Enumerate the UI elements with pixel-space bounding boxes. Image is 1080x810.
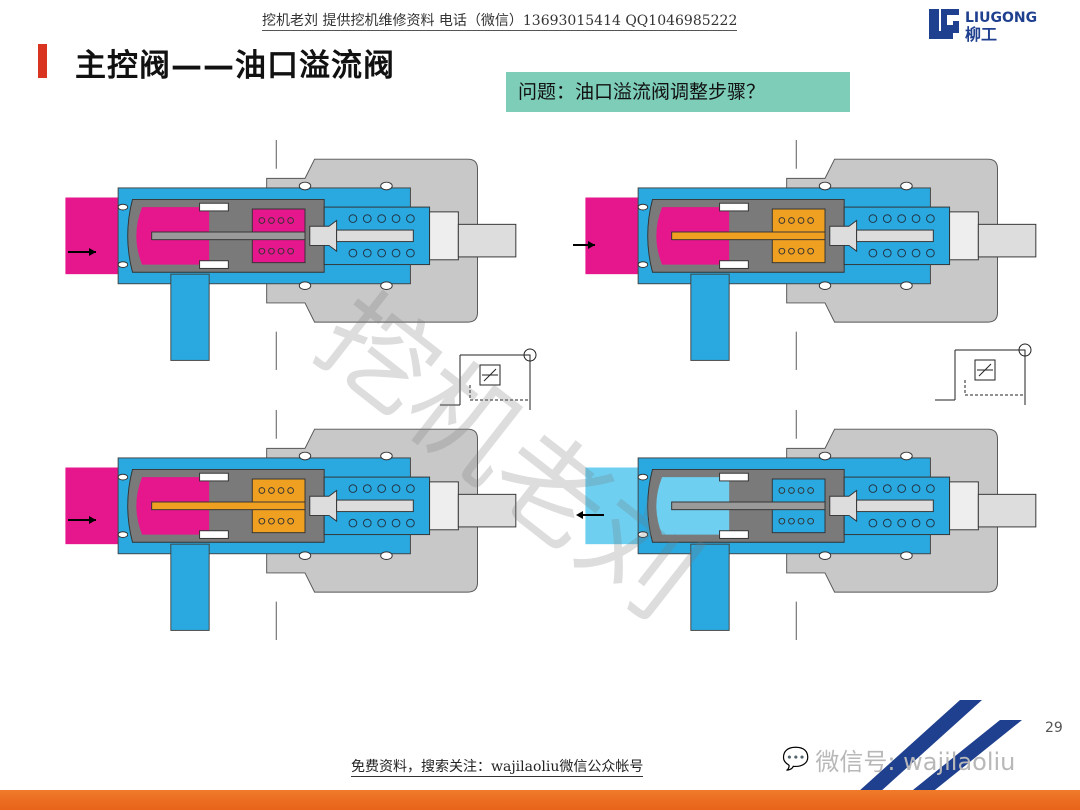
liugong-logo: LIUGONG 柳工 xyxy=(929,9,1037,43)
contact-line: 挖机老刘 提供挖机维修资料 电话（微信）13693015414 QQ104698… xyxy=(262,13,738,31)
svg-text:LIUGONG: LIUGONG xyxy=(965,10,1037,26)
diagram-bottom-left xyxy=(65,410,517,640)
decorative-stripes xyxy=(838,700,1022,810)
relief-valve-diagrams xyxy=(65,140,1037,640)
diagram-bottom-right xyxy=(576,410,1037,640)
wechat-icon: 💬 xyxy=(782,747,810,772)
svg-text:柳工: 柳工 xyxy=(965,25,997,43)
diagram-top-left xyxy=(65,140,537,411)
bottom-band xyxy=(0,790,1080,810)
diagram-top-right xyxy=(573,140,1037,406)
page-title: 主控阀——油口溢流阀 xyxy=(75,48,395,84)
wechat-id: 微信号: wajilaoliu xyxy=(815,748,1016,776)
footer-text: 免费资料，搜索关注：wajilaoliu微信公众帐号 xyxy=(351,759,644,777)
wechat-watermark: 💬 微信号: wajilaoliu xyxy=(782,742,1015,777)
page-number: 29 xyxy=(1045,720,1063,736)
question-box: 问题：油口溢流阀调整步骤？ xyxy=(506,72,850,112)
title-accent-bar xyxy=(38,44,47,78)
